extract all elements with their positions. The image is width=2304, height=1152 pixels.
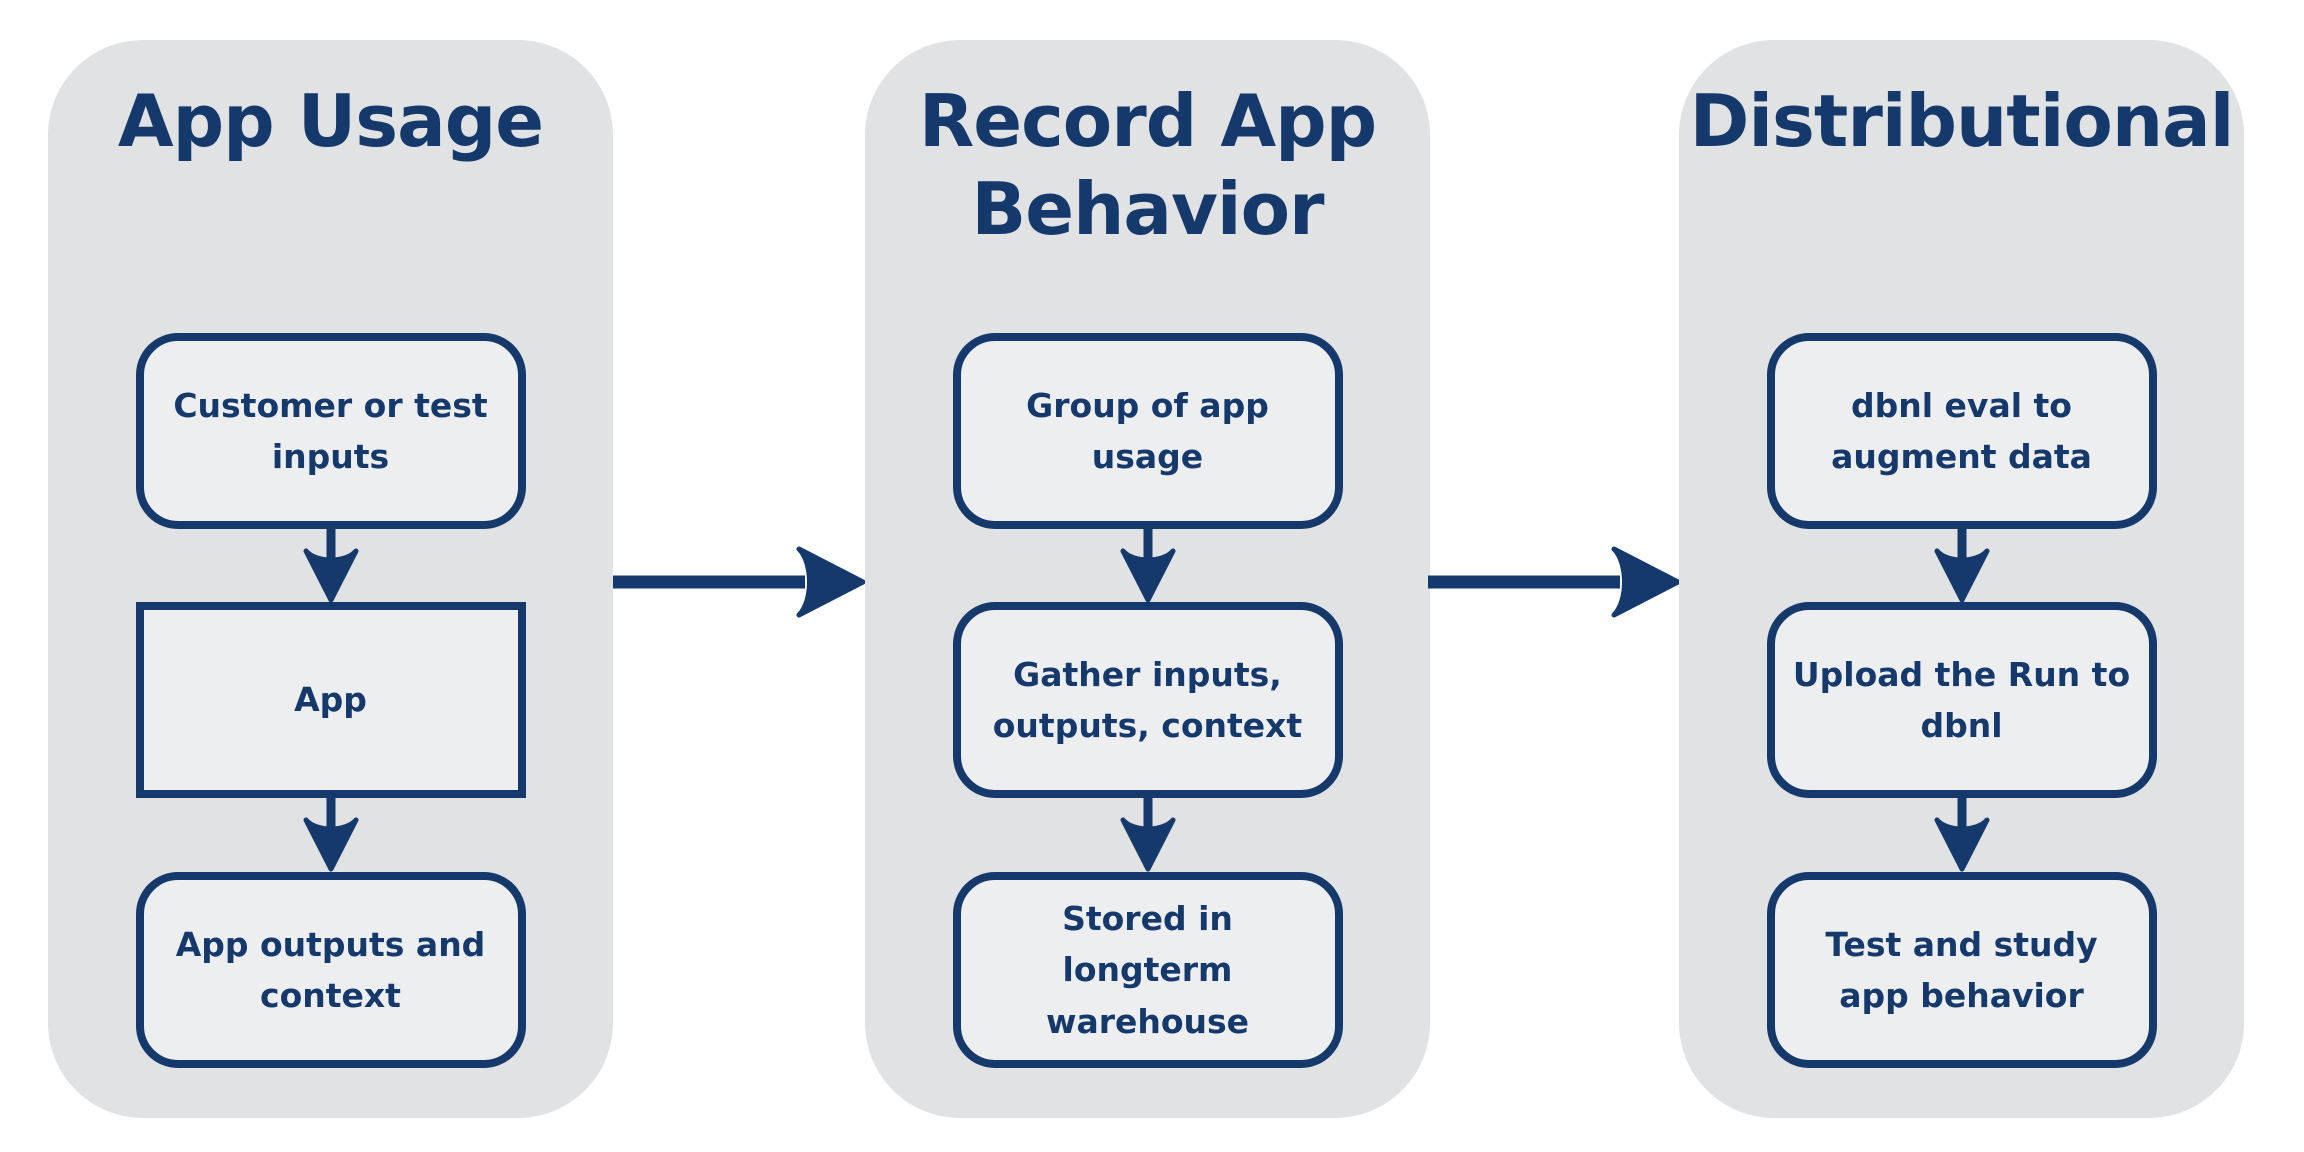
flow-box-label: Upload the Run to dbnl [1792,654,2131,745]
flow-box-test-and-study-app-behavior: Test and study app behavior [1766,872,2157,1068]
arrow-down-icon [303,798,358,872]
flow-box-label: Gather inputs, outputs, context [992,654,1303,745]
flow-box-label: Customer or test inputs [173,385,488,476]
flow-box-label: App [294,680,367,720]
arrow-down-icon [1120,798,1175,872]
arrow-down-icon [1934,529,1989,603]
arrow-right-icon [613,546,866,618]
flow-box-label: Stored in longterm warehouse [1045,899,1250,1041]
flow-box-label: dbnl eval to augment data [1831,385,2092,476]
flow-box-label: Test and study app behavior [1825,924,2098,1015]
flow-box-customer-or-test-inputs: Customer or test inputs [135,333,526,529]
stage-panel-record-app-behavior: Record App Behavior Group of app usage G… [865,40,1430,1118]
flow-box-app: App [135,602,526,798]
flow-box-app-outputs-and-context: App outputs and context [135,872,526,1068]
arrow-right-icon [1428,546,1681,618]
arrow-down-icon [303,529,358,603]
flow-box-upload-the-run-to-dbnl: Upload the Run to dbnl [1766,602,2157,798]
stage-title: Distributional [1689,79,2235,163]
stage-panel-app-usage: App Usage Customer or test inputs App Ap… [48,40,613,1118]
flow-box-gather-inputs-outputs-context: Gather inputs, outputs, context [952,602,1343,798]
flow-box-dbnl-eval-to-augment-data: dbnl eval to augment data [1766,333,2157,529]
flow-box-stored-in-longterm-warehouse: Stored in longterm warehouse [952,872,1343,1068]
arrow-down-icon [1120,529,1175,603]
arrow-down-icon [1934,798,1989,872]
flow-box-label: App outputs and context [175,924,486,1015]
flow-box-group-of-app-usage: Group of app usage [952,333,1343,529]
stage-panel-distributional: Distributional dbnl eval to augment data… [1679,40,2244,1118]
flow-box-label: Group of app usage [1026,385,1269,476]
stage-title: App Usage [117,79,544,163]
stage-title: Record App Behavior [918,79,1377,251]
